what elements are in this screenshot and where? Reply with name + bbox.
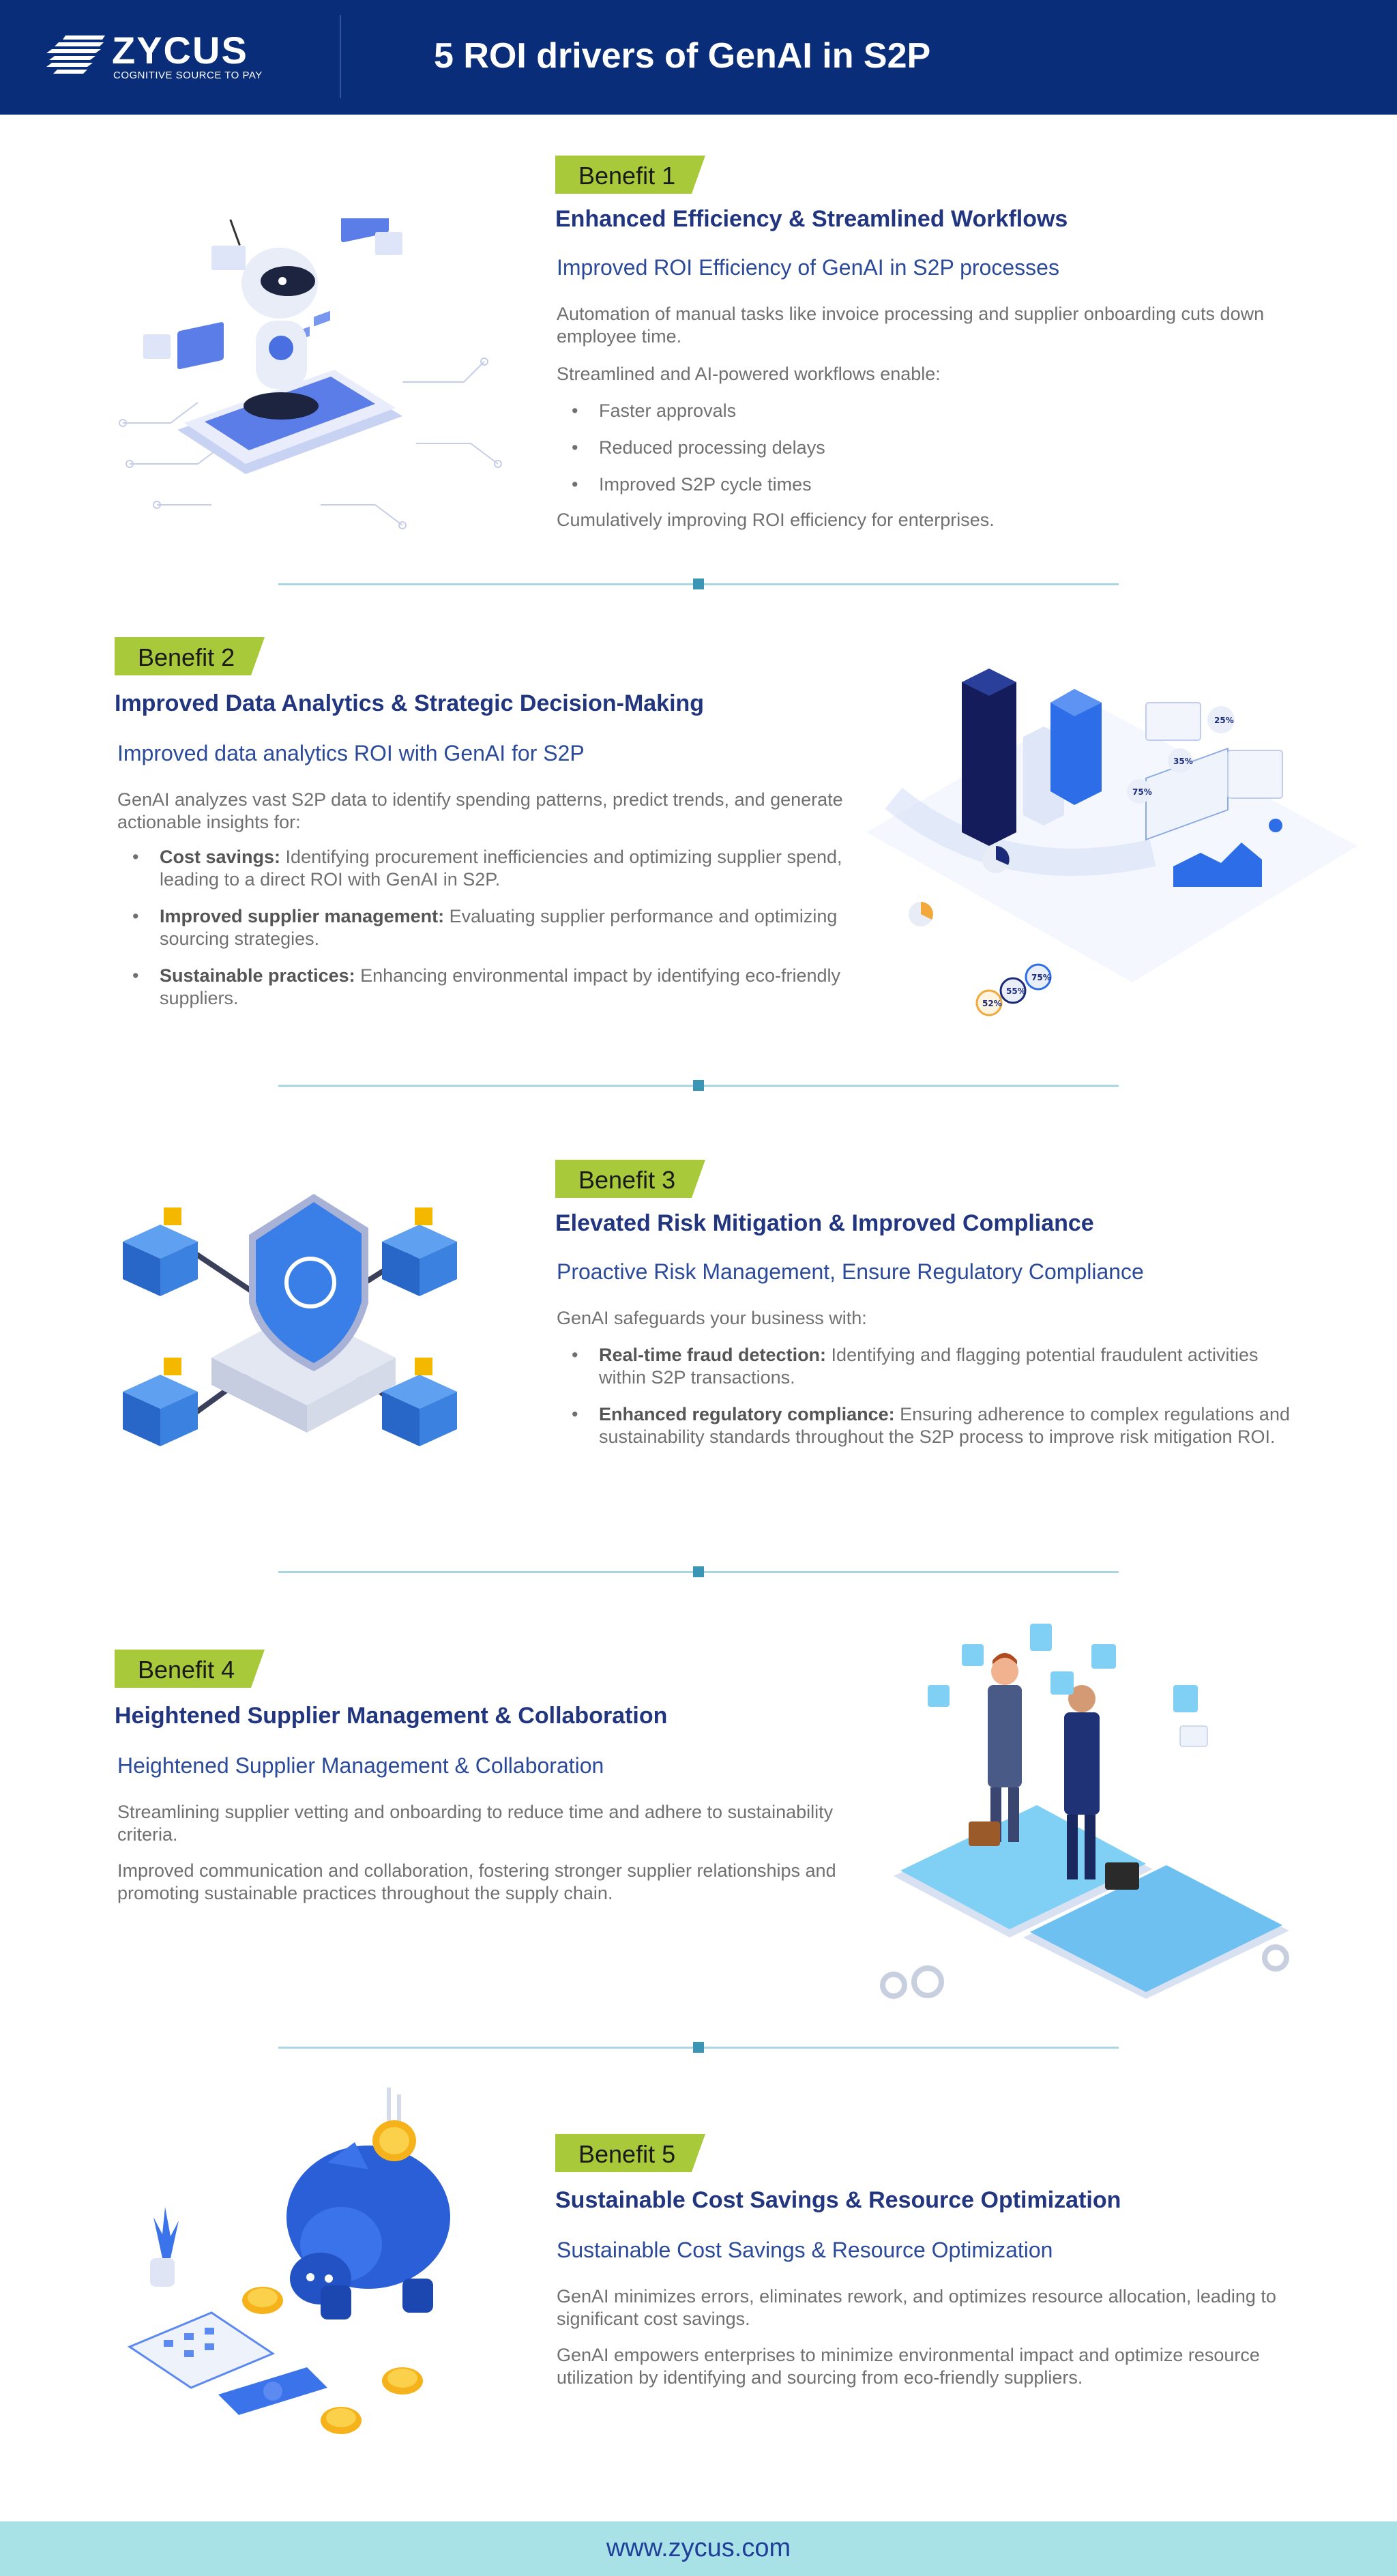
benefit-3-badge: Benefit 3 (555, 1160, 705, 1198)
benefit-3-paragraph-1: GenAI safeguards your business with: (557, 1308, 867, 1328)
list-item: Cost savings: Identifying procurement in… (117, 846, 861, 891)
benefit-5-badge: Benefit 5 (555, 2134, 705, 2172)
benefit-4-badge: Benefit 4 (115, 1650, 265, 1688)
benefit-4-heading: Heightened Supplier Management & Collabo… (115, 1703, 668, 1729)
list-item: Improved S2P cycle times (557, 473, 1307, 496)
analytics-label: 75% (1132, 787, 1152, 797)
analytics-dashboard-icon: 25% 35% 75% 52% 55% 75% (866, 662, 1357, 1044)
bullet-text: Evaluating supplier performance and opti… (160, 906, 838, 949)
benefit-1-paragraph-1: Automation of manual tasks like invoice … (557, 304, 1265, 347)
list-item: Enhanced regulatory compliance: Ensuring… (557, 1403, 1307, 1448)
bullet-bold: Real-time fraud detection: (599, 1345, 827, 1365)
analytics-label: 75% (1031, 973, 1051, 982)
benefit-5-subheading: Sustainable Cost Savings & Resource Opti… (557, 2238, 1053, 2262)
benefit-4-badge-label: Benefit 4 (138, 1656, 235, 1684)
analytics-label: 52% (982, 999, 1002, 1008)
shield-blockchain-icon (123, 1187, 484, 1494)
benefit-4-paragraph-2: Improved communication and collaboration… (117, 1860, 836, 1903)
separator-dot (693, 1566, 704, 1577)
page-footer: www.zycus.com (0, 2521, 1397, 2576)
benefit-3-bullet-list: Real-time fraud detection: Identifying a… (557, 1344, 1307, 1463)
benefit-5-paragraph-2: GenAI empowers enterprises to minimize e… (557, 2345, 1260, 2388)
benefit-3-subheading: Proactive Risk Management, Ensure Regula… (557, 1259, 1144, 1284)
separator-dot (693, 579, 704, 589)
list-item: Real-time fraud detection: Identifying a… (557, 1344, 1307, 1389)
analytics-label: 25% (1214, 716, 1234, 725)
robot-on-smartphone-icon (116, 194, 512, 539)
handshake-businessmen-icon (866, 1617, 1317, 2012)
bullet-bold: Cost savings: (160, 847, 281, 867)
benefit-2-paragraph-1: GenAI analyzes vast S2P data to identify… (117, 789, 843, 832)
benefit-1-subheading: Improved ROI Efficiency of GenAI in S2P … (557, 255, 1059, 280)
logo-tagline: COGNITIVE SOURCE TO PAY (113, 70, 263, 81)
analytics-label: 55% (1006, 986, 1026, 996)
benefit-1-badge: Benefit 1 (555, 156, 705, 194)
list-item: Sustainable practices: Enhancing environ… (117, 965, 861, 1010)
bullet-bold: Improved supplier management: (160, 906, 445, 926)
benefit-2-badge: Benefit 2 (115, 637, 265, 675)
benefit-5-paragraph-1: GenAI minimizes errors, eliminates rewor… (557, 2286, 1276, 2329)
zycus-stripes-icon (46, 35, 105, 74)
bullet-text: Enhancing environmental impact by identi… (160, 965, 841, 1008)
benefit-5-badge-label: Benefit 5 (578, 2140, 676, 2168)
separator-dot (693, 1080, 704, 1091)
benefit-2-subheading: Improved data analytics ROI with GenAI f… (117, 741, 585, 765)
list-item: Improved supplier management: Evaluating… (117, 905, 861, 950)
benefit-4-subheading: Heightened Supplier Management & Collabo… (117, 1753, 604, 1778)
bullet-bold: Sustainable practices: (160, 965, 355, 986)
bullet-text: Identifying and flagging potential fraud… (599, 1345, 1259, 1388)
benefit-2-badge-label: Benefit 2 (138, 643, 235, 671)
logo-wordmark: ZYCUS (112, 29, 248, 72)
separator-dot (693, 2042, 704, 2053)
bullet-text: Identifying procurement inefficiencies a… (160, 847, 842, 890)
header-divider (340, 15, 341, 98)
list-item: Reduced processing delays (557, 437, 1307, 459)
benefit-1-paragraph-2: Streamlined and AI-powered workflows ena… (557, 364, 941, 384)
list-item: Faster approvals (557, 400, 1307, 422)
benefit-3-heading: Elevated Risk Mitigation & Improved Comp… (555, 1210, 1094, 1236)
benefit-1-bullet-list: Faster approvals Reduced processing dela… (557, 400, 1307, 510)
benefit-4-paragraph-1: Streamlining supplier vetting and onboar… (117, 1802, 834, 1845)
bullet-bold: Enhanced regulatory compliance: (599, 1404, 895, 1424)
piggy-bank-savings-icon (123, 2081, 505, 2442)
bullet-text: Ensuring adherence to complex regulation… (599, 1404, 1290, 1447)
benefit-5-heading: Sustainable Cost Savings & Resource Opti… (555, 2187, 1121, 2213)
benefit-2-bullet-list: Cost savings: Identifying procurement in… (117, 846, 861, 1024)
page-header: ZYCUS COGNITIVE SOURCE TO PAY 5 ROI driv… (0, 0, 1397, 115)
page-title: 5 ROI drivers of GenAI in S2P (434, 36, 931, 76)
benefit-1-badge-label: Benefit 1 (578, 162, 676, 190)
analytics-label: 35% (1173, 757, 1193, 766)
benefit-1-heading: Enhanced Efficiency & Streamlined Workfl… (555, 206, 1068, 232)
zycus-logo[interactable]: ZYCUS COGNITIVE SOURCE TO PAY (45, 30, 270, 85)
benefit-3-badge-label: Benefit 3 (578, 1166, 676, 1194)
benefit-2-heading: Improved Data Analytics & Strategic Deci… (115, 690, 705, 716)
benefit-1-closing: Cumulatively improving ROI efficiency fo… (557, 510, 995, 530)
website-link[interactable]: www.zycus.com (606, 2534, 791, 2562)
